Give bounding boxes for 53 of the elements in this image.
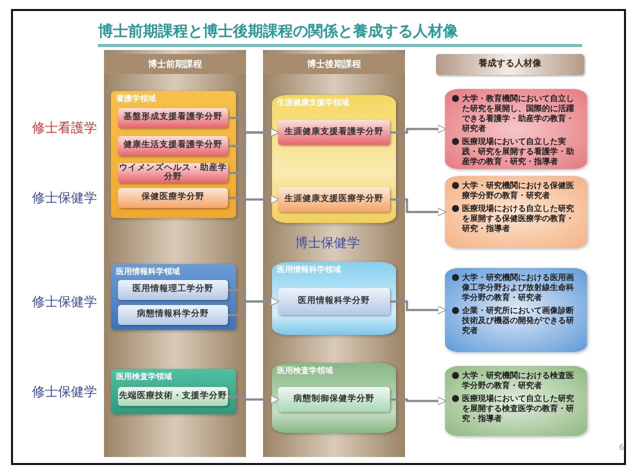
subject-box: 健康生活支援看護学分野 [118,136,228,156]
outcome-box [445,268,587,352]
field-group-box [272,262,396,335]
field-group-box [272,95,396,223]
degree-label: 修士保健学 [32,384,97,401]
arrow [228,195,280,204]
outcome-box [445,89,587,169]
degree-label: 修士看護学 [32,120,97,137]
subject-box: 医用情報理工学分野 [118,280,228,300]
subject-box: 病態情報科学分野 [118,305,228,325]
outcome-box [445,366,587,436]
degree-label: 修士保健学 [32,190,97,207]
subject-box: 医用情報科学分野 [278,288,390,315]
subject-box: 病態制御保健学分野 [278,387,390,412]
arrow [228,128,280,174]
field-group-box [111,369,236,414]
bullet-item: 大学・教育機関において自立した研究を展開し、国際的に活躍できる看護学・助産学の教育・研究者 [452,93,580,133]
arrow [390,124,446,134]
subject-box: 基盤形成支援看護学分野 [118,108,228,128]
bullet-item: 医療現場において自立した実践・研究を展開する看護学・助産学の教育・研究・指導者 [452,136,580,166]
field-title: 医用検査学領域 [277,365,333,376]
field-title: 医用情報科学領域 [116,266,180,277]
subject-box: ウイメンズヘルス・助産学分野 [118,163,228,183]
arrow [228,297,280,316]
bullet-item: 大学・研究機関における医用画像工学分野および放射線生命科学分野の教育・研究者 [452,272,580,302]
arrow [390,198,446,216]
bullet-item: 大学・研究機関における検査医学分野の教育・研究者 [452,370,580,390]
field-title: 医用検査学領域 [116,371,172,382]
subject-box: 保健医療学分野 [118,188,228,208]
column-header: 博士後期課程 [263,54,405,74]
page-number: 6 [619,443,624,452]
field-title: 医用情報科学領域 [277,264,341,275]
arrow [390,396,446,406]
field-group-box [272,363,396,433]
field-title: 生涯健康支援学領域 [277,97,349,108]
arrow [228,395,280,404]
degree-label: 修士保健学 [32,294,97,311]
field-group-box [111,91,236,218]
degree-label: 博士保健学 [295,235,360,252]
outcome-box [445,176,587,248]
subject-box: 生涯健康支援看護学分野 [278,120,390,145]
column-header: 養成する人材像 [436,54,584,75]
subject-box: 生涯健康支援医療学分野 [278,187,390,212]
subject-box: 先端医療技術・支援学分野 [118,387,228,406]
bullet-item: 大学・研究機関における保健医療学分野の教育・研究者 [452,180,580,200]
field-group-box [111,264,236,330]
bullet-item: 企業・研究所において画像診断技術及び機器の開発ができる研究者 [452,305,580,335]
title: 博士前期課程と博士後期課程の関係と養成する人材像 [98,22,458,41]
bullet-item: 医療現場において自立した研究を展開する検査医学の教育・研究・指導者 [452,393,580,423]
column-header: 博士前期課程 [104,54,246,74]
arrow [390,300,446,314]
bullet-item: 医療現場における自立した研究を展開する保健医療学の教育・研究・指導者 [452,203,580,233]
field-title: 看護学領域 [116,93,156,104]
